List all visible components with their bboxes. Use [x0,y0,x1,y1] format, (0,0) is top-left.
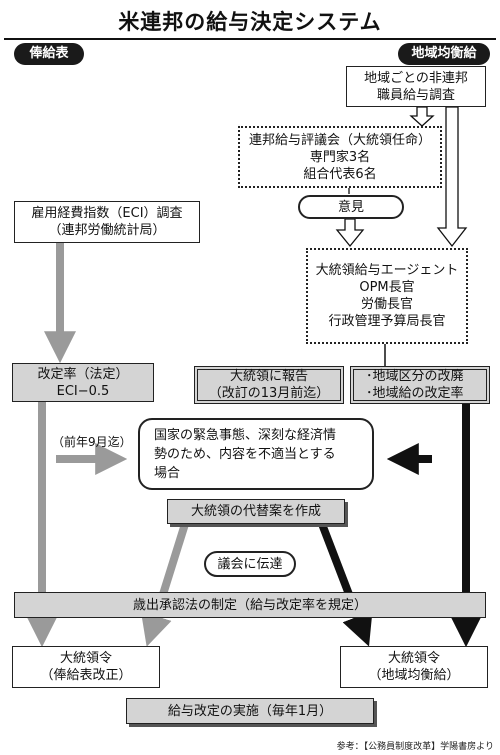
pay-agent-line-2: OPM長官 [359,280,415,295]
pay-agent-box: 大統領給与エージェント OPM長官 労働長官 行政管理予算局長官 [306,248,468,344]
appropriation-act-label: 歳出承認法の制定（給与改定率を規定） [132,597,367,613]
revision-rate-line-2: ECI−0.5 [56,383,110,399]
locality-order-box: 大統領令 （地域均衡給） [340,646,488,688]
pay-council-line-3: 組合代表6名 [303,166,377,182]
locality-order-line-2: （地域均衡給） [368,668,460,683]
title-underline [4,38,496,40]
survey-to-council-arrow [409,106,435,127]
pay-agent-line-4: 行政管理予算局長官 [328,314,446,329]
report-to-president-box: 大統領に報告 （改訂の13月前迄） [194,366,344,404]
appropriation-act-box: 歳出承認法の制定（給与改定率を規定） [14,592,486,618]
pay-order-line-1: 大統領令 [59,651,112,666]
nonfederal-survey-line-1: 地域ごとの非連邦 [364,70,468,86]
pay-council-box: 連邦給与評議会（大統領任命） 専門家3名 組合代表6名 [238,126,442,188]
congress-box: 議会に伝達 [204,551,296,577]
pay-agent-line-1: 大統領給与エージェント [315,263,459,278]
emergency-line-1: 国家の緊急事態、深刻な経済情 [154,427,337,443]
diagram-title: 米連邦の給与決定システム [118,10,382,34]
locality-revision-box: ･地域区分の改廃 ･地域給の改定率 [350,366,490,404]
eci-survey-line-1: 雇用経費指数（ECI）調査 [31,206,183,221]
emergency-condition-box: 国家の緊急事態、深刻な経済情 勢のため、内容を不適当とする 場合 [138,418,374,490]
altplan-to-locality-order-arrow [318,522,373,647]
pay-council-line-1: 連邦給与評議会（大統領任命） [248,132,431,148]
eci-survey-line-2: （連邦労働統計局） [48,223,166,238]
altplan-to-pay-order-arrow [140,522,189,647]
report-line-2: （改訂の13月前迄） [208,386,330,401]
pay-council-line-2: 専門家3名 [309,149,371,165]
emergency-line-3: 場合 [154,465,181,481]
locality-line-2: ･地域給の改定率 [366,386,464,401]
revision-rate-line-1: 改定率（法定） [37,366,129,382]
locality-line-1: ･地域区分の改廃 [366,369,464,384]
source-note: 参考：【公務員制度改革】学陽書房より [336,742,494,752]
eci-survey-box: 雇用経費指数（ECI）調査 （連邦労働統計局） [14,201,200,243]
locality-order-line-1: 大統領令 [387,651,440,666]
deadline-note: （前年9月迄） [52,435,132,449]
nonfederal-survey-box: 地域ごとの非連邦 職員給与調査 [346,66,486,107]
implementation-label: 給与改定の実施（毎年1月） [167,703,333,719]
alternative-plan-box: 大統領の代替案を作成 [167,499,345,524]
revision-rate-box: 改定率（法定） ECI−0.5 [12,363,154,402]
congress-label: 議会に伝達 [217,556,283,572]
locality-pay-label: 地域均衡給 [398,43,490,65]
opinion-box: 意見 [298,195,404,219]
pay-agent-line-3: 労働長官 [360,297,413,312]
alternative-plan-label: 大統領の代替案を作成 [190,504,321,519]
opinion-label: 意見 [337,199,364,215]
report-line-1: 大統領に報告 [229,369,308,384]
pay-order-line-2: （俸給表改正） [40,668,132,683]
implementation-box: 給与改定の実施（毎年1月） [126,698,374,724]
pay-table-label: 俸給表 [14,43,84,65]
pay-table-order-box: 大統領令 （俸給表改正） [12,646,160,688]
opinion-to-agent-arrow [335,218,365,248]
emergency-line-2: 勢のため、内容を不適当とする [154,446,336,462]
nonfederal-survey-line-2: 職員給与調査 [376,87,455,103]
survey-to-agent-arrow [436,106,468,248]
